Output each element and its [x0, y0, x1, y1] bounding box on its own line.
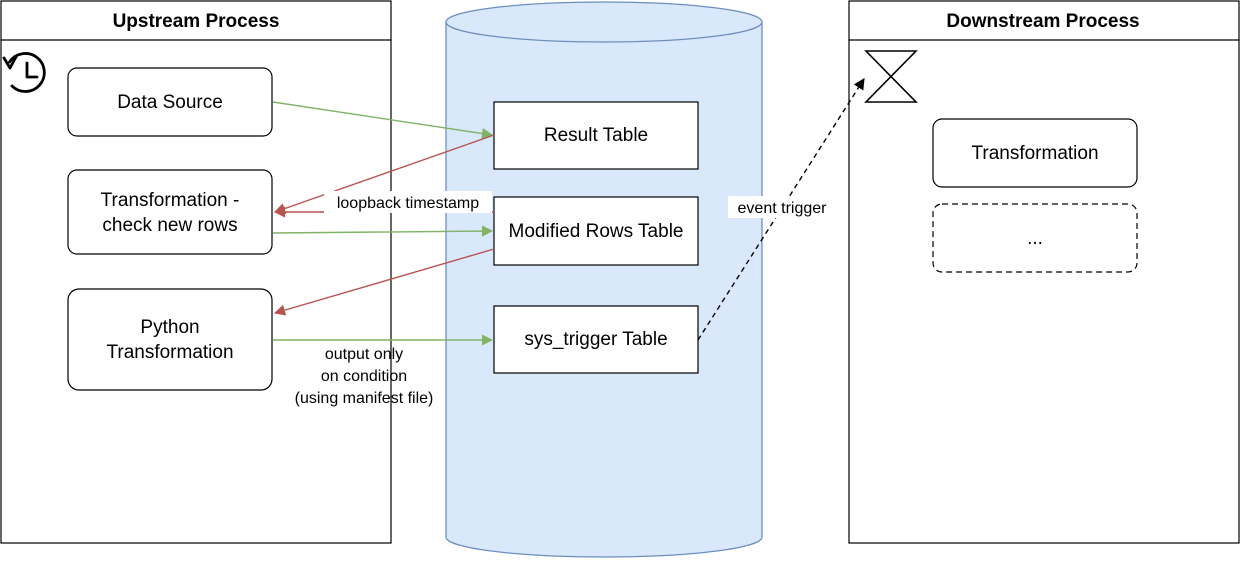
- python-transformation-label-line2: Transformation: [106, 342, 233, 363]
- edge-result-table-to-transformation-check: [273, 134, 495, 214]
- downstream-more-label: ...: [1027, 228, 1043, 249]
- result-table-node[interactable]: Result Table: [493, 101, 699, 170]
- python-transformation-node[interactable]: Python Transformation: [67, 288, 273, 391]
- sys-trigger-table-node[interactable]: sys_trigger Table: [493, 305, 699, 374]
- output-condition-label-line3: (using manifest file): [295, 390, 434, 407]
- downstream-transformation-label: Transformation: [971, 143, 1098, 164]
- upstream-lane-title: Upstream Process: [113, 11, 280, 32]
- clock-history-icon: [2, 52, 46, 93]
- result-table-label: Result Table: [544, 125, 648, 146]
- downstream-transformation-node[interactable]: Transformation: [932, 118, 1138, 188]
- database-cylinder: [445, 1, 763, 558]
- event-trigger-label-bg: [728, 196, 836, 218]
- sys-trigger-table-label: sys_trigger Table: [524, 329, 667, 350]
- edge-transformation-check-to-modified-rows: [272, 225, 494, 237]
- downstream-lane-title: Downstream Process: [946, 11, 1139, 32]
- python-transformation-label-line1: Python: [140, 317, 199, 338]
- modified-rows-table-label: Modified Rows Table: [509, 221, 684, 242]
- downstream-more-node[interactable]: ...: [932, 203, 1138, 273]
- edge-modified-rows-to-python-transformation: [273, 248, 495, 316]
- transformation-check-label-line1: Transformation -: [101, 190, 240, 211]
- event-trigger-label: event trigger: [738, 200, 828, 217]
- loopback-timestamp-label: loopback timestamp: [337, 195, 479, 212]
- transformation-check-node[interactable]: Transformation - check new rows: [67, 169, 273, 255]
- transformation-check-label-line2: check new rows: [102, 215, 237, 236]
- edge-data-source-to-result-table: [272, 101, 494, 140]
- output-condition-label-line2: on condition: [321, 368, 407, 385]
- modified-rows-table-node[interactable]: Modified Rows Table: [493, 196, 699, 266]
- data-source-node[interactable]: Data Source: [67, 67, 273, 137]
- output-condition-label-line1: output only: [325, 346, 403, 363]
- data-source-label: Data Source: [117, 92, 223, 113]
- hourglass-icon: [864, 50, 918, 103]
- loopback-label-bg: [324, 191, 492, 213]
